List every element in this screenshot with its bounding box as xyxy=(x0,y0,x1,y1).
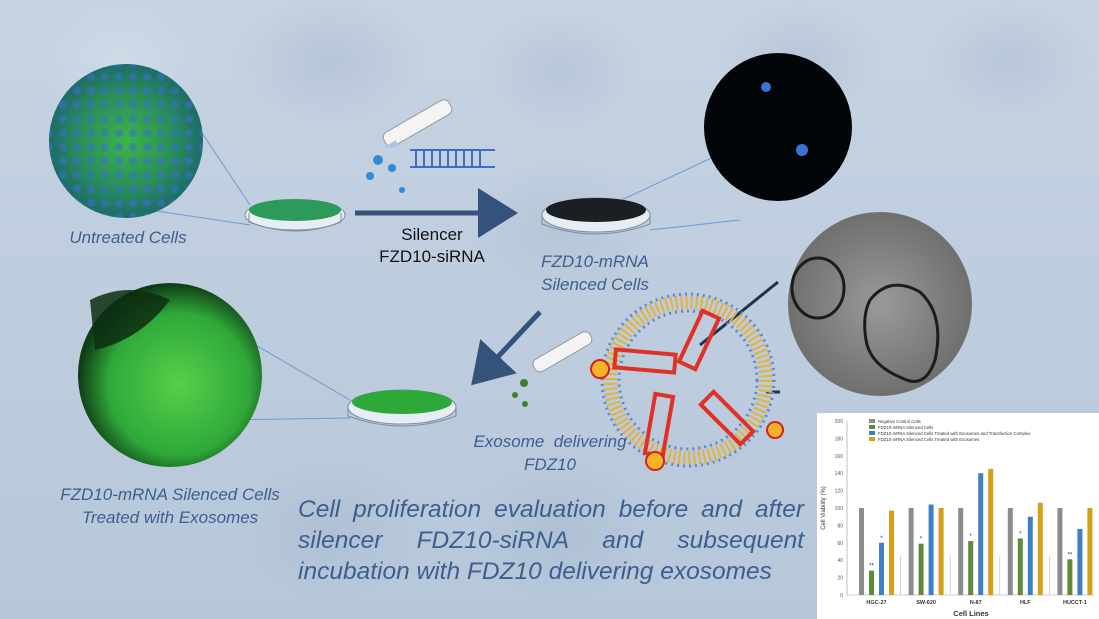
figure-caption: Cell proliferation evaluation before and… xyxy=(298,494,804,587)
bar xyxy=(919,544,924,595)
y-tick-label: 0 xyxy=(840,593,843,599)
label-silencer: Silencer FZD10-siRNA xyxy=(372,224,492,268)
petri-dish-untreated xyxy=(245,199,345,231)
significance-label: ** xyxy=(1068,552,1073,558)
y-tick-label: 40 xyxy=(837,558,843,564)
bar xyxy=(1077,529,1082,595)
label-treated-line2: Treated with Exosomes xyxy=(30,506,310,529)
bar xyxy=(1057,508,1062,595)
bar xyxy=(988,469,993,595)
untreated-cells-micrograph xyxy=(49,64,203,218)
bar xyxy=(869,571,874,595)
label-exosome: Exosome delivering FDZ10 xyxy=(460,430,640,476)
significance-label: * xyxy=(880,536,883,542)
significance-label: * xyxy=(920,537,923,543)
bar xyxy=(1018,538,1023,595)
bar xyxy=(978,473,983,595)
legend-swatch xyxy=(869,431,875,435)
x-tick-label: HLF xyxy=(1020,600,1031,606)
bar xyxy=(1028,517,1033,595)
bar xyxy=(929,505,934,595)
silenced-cells-micrograph xyxy=(704,53,852,201)
y-tick-label: 160 xyxy=(835,454,844,460)
x-tick-label: HUCCT-1 xyxy=(1063,600,1087,606)
bar xyxy=(968,541,973,595)
y-tick-label: 120 xyxy=(835,489,844,495)
significance-label: * xyxy=(970,534,973,540)
x-tick-label: HGC-27 xyxy=(866,600,886,606)
legend-label: FDZ10-mRNA Silenced Cells Treated with E… xyxy=(878,437,979,442)
bar xyxy=(939,508,944,595)
bar xyxy=(1087,508,1092,595)
label-silencer-line2: FZD10-siRNA xyxy=(372,246,492,268)
legend-swatch xyxy=(869,419,875,423)
x-axis-label: Cell Lines xyxy=(953,609,988,618)
significance-label: ** xyxy=(869,564,874,570)
y-axis-label: Cell Viability (%) xyxy=(821,486,827,530)
bar xyxy=(1038,503,1043,595)
label-treated: FZD10-mRNA Silenced Cells Treated with E… xyxy=(30,483,310,529)
bar xyxy=(909,508,914,595)
arrow-exosome-treatment xyxy=(478,312,540,378)
y-tick-label: 80 xyxy=(837,523,843,529)
bar xyxy=(859,508,864,595)
label-silenced: FZD10-mRNA Silenced Cells xyxy=(520,250,670,296)
sirna-duplex-icon xyxy=(410,150,495,167)
legend-label: FDZ10-mRNA Silenced Cells Treated with E… xyxy=(878,431,1031,436)
label-untreated: Untreated Cells xyxy=(58,226,198,249)
bar xyxy=(1008,508,1013,595)
pipette-icon xyxy=(366,98,454,193)
bar xyxy=(889,511,894,595)
y-tick-label: 200 xyxy=(835,419,844,425)
legend-label: Negative Control Cells xyxy=(878,419,921,424)
y-tick-label: 20 xyxy=(837,576,843,582)
petri-dish-treated xyxy=(348,390,456,426)
bar xyxy=(1067,559,1072,595)
pipette-2-icon xyxy=(512,329,594,407)
y-tick-label: 100 xyxy=(835,506,844,512)
y-tick-label: 180 xyxy=(835,436,844,442)
legend-swatch xyxy=(869,425,875,429)
label-treated-line1: FZD10-mRNA Silenced Cells xyxy=(30,483,310,506)
label-silencer-line1: Silencer xyxy=(372,224,492,246)
x-tick-label: N-87 xyxy=(970,600,982,606)
bar xyxy=(958,508,963,595)
x-tick-label: SW-620 xyxy=(916,600,936,606)
label-silenced-line1: FZD10-mRNA xyxy=(520,250,670,273)
exosome-tem-micrograph xyxy=(788,212,972,396)
significance-label: * xyxy=(1019,531,1022,537)
label-exosome-line2: FDZ10 xyxy=(460,453,640,476)
label-silenced-line2: Silenced Cells xyxy=(520,273,670,296)
y-tick-label: 140 xyxy=(835,471,844,477)
petri-dish-silenced xyxy=(542,198,650,234)
treated-cells-micrograph xyxy=(78,283,262,467)
y-tick-label: 60 xyxy=(837,541,843,547)
label-exosome-line1: Exosome delivering xyxy=(460,430,640,453)
legend-label: FDZ10-mRNA Silenced Cells xyxy=(878,425,933,430)
legend-swatch xyxy=(869,437,875,441)
bar xyxy=(879,543,884,595)
